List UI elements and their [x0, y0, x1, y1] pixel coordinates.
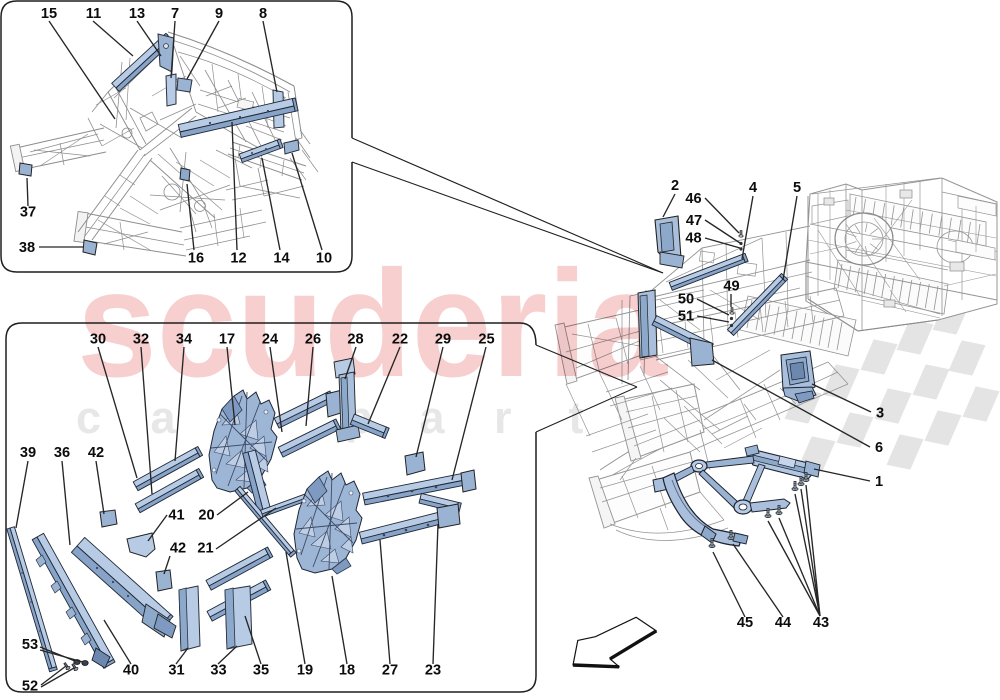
svg-text:31: 31 [168, 663, 184, 679]
svg-text:42: 42 [170, 541, 186, 557]
svg-text:t: t [569, 392, 584, 443]
svg-text:39: 39 [20, 445, 36, 461]
svg-text:r: r [494, 392, 512, 443]
svg-text:24: 24 [262, 331, 279, 347]
svg-text:29: 29 [435, 331, 451, 347]
svg-text:48: 48 [685, 231, 701, 247]
svg-text:18: 18 [339, 663, 355, 679]
svg-text:a: a [420, 392, 446, 443]
svg-text:50: 50 [678, 292, 694, 308]
svg-text:32: 32 [133, 331, 149, 347]
svg-text:51: 51 [678, 309, 694, 325]
svg-text:7: 7 [171, 6, 179, 22]
svg-text:12: 12 [230, 251, 246, 267]
svg-text:26: 26 [305, 331, 321, 347]
svg-text:27: 27 [382, 663, 398, 679]
svg-text:4: 4 [749, 180, 758, 196]
svg-text:19: 19 [297, 663, 313, 679]
svg-text:47: 47 [686, 213, 702, 229]
svg-text:42: 42 [88, 445, 104, 461]
svg-text:38: 38 [19, 240, 35, 256]
svg-text:17: 17 [219, 331, 235, 347]
svg-text:scuderia: scuderia [77, 239, 668, 409]
svg-text:34: 34 [176, 331, 193, 347]
svg-text:35: 35 [253, 663, 269, 679]
svg-text:3: 3 [876, 406, 884, 422]
svg-text:16: 16 [188, 251, 204, 267]
svg-text:14: 14 [273, 251, 290, 267]
svg-text:33: 33 [210, 663, 226, 679]
svg-text:37: 37 [20, 205, 36, 221]
svg-text:1: 1 [875, 474, 883, 490]
svg-text:36: 36 [54, 445, 70, 461]
svg-text:2: 2 [671, 178, 679, 194]
svg-text:46: 46 [685, 191, 701, 207]
svg-text:41: 41 [168, 508, 184, 524]
svg-text:49: 49 [723, 279, 739, 295]
svg-text:30: 30 [90, 331, 106, 347]
svg-text:6: 6 [875, 440, 883, 456]
svg-text:a: a [151, 392, 177, 443]
svg-text:21: 21 [197, 541, 213, 557]
svg-text:20: 20 [198, 508, 214, 524]
svg-text:23: 23 [425, 663, 441, 679]
svg-text:9: 9 [215, 6, 223, 22]
svg-text:8: 8 [259, 6, 267, 22]
svg-text:53: 53 [22, 637, 38, 653]
svg-text:5: 5 [793, 180, 801, 196]
svg-text:45: 45 [737, 615, 753, 631]
svg-text:25: 25 [478, 331, 494, 347]
svg-text:11: 11 [86, 6, 101, 22]
svg-text:c: c [76, 392, 101, 443]
svg-text:52: 52 [22, 679, 38, 695]
svg-text:13: 13 [129, 6, 145, 22]
svg-text:22: 22 [392, 331, 408, 347]
svg-text:15: 15 [41, 6, 57, 22]
svg-text:40: 40 [123, 663, 139, 679]
svg-text:10: 10 [316, 251, 332, 267]
svg-text:43: 43 [813, 615, 829, 631]
svg-text:28: 28 [347, 331, 363, 347]
svg-text:44: 44 [775, 615, 792, 631]
